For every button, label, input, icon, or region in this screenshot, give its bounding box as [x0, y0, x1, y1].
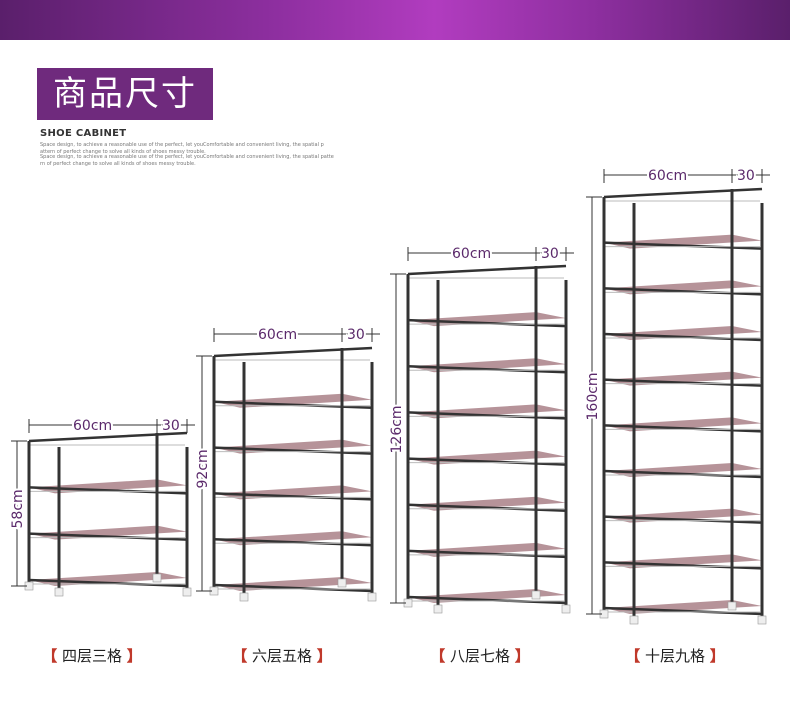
- bracket-left: 【: [625, 647, 641, 665]
- shelf-rail: [603, 241, 763, 250]
- bracket-right: 】: [514, 647, 530, 665]
- bracket-left: 【: [430, 647, 446, 665]
- width-label: 60cm: [258, 327, 297, 343]
- shelf-rail: [407, 457, 567, 466]
- shelf-rail: [213, 446, 373, 455]
- height-label: 58cm: [10, 489, 26, 528]
- description-line: rn of perfect change to solve all kinds …: [40, 160, 196, 167]
- shelf-rail: [213, 537, 373, 547]
- caption-text: 八层七格: [445, 647, 515, 665]
- foot-cap: [337, 578, 347, 588]
- page-title: 商品尺寸: [37, 68, 213, 120]
- shelf-rail: [28, 486, 188, 495]
- description-line: Space design, to achieve a reasonable us…: [40, 142, 324, 148]
- height-label: 92cm: [195, 449, 211, 488]
- depth-label: 30: [347, 327, 365, 343]
- foot-cap: [757, 615, 767, 625]
- foot-cap: [433, 604, 443, 614]
- depth-label: 30: [541, 246, 559, 262]
- foot-cap: [531, 590, 541, 600]
- product-caption: 【 六层五格 】: [222, 645, 342, 666]
- depth-label: 30: [162, 418, 180, 434]
- shelf-rail: [28, 532, 188, 541]
- shelf-rail: [603, 332, 763, 342]
- shelf-rail: [213, 346, 373, 358]
- shelf-rail: [603, 515, 763, 524]
- shelf-rail: [603, 424, 763, 433]
- height-label: 126cm: [389, 405, 405, 453]
- shelf-rail: [603, 606, 763, 616]
- shelf-rail: [213, 492, 373, 501]
- shelf-rail: [603, 378, 763, 387]
- description-line: Space design, to achieve a reasonable us…: [40, 154, 334, 160]
- shelf-rail: [28, 578, 188, 588]
- caption-text: 六层五格: [247, 647, 317, 665]
- shelf-rail: [407, 264, 567, 276]
- top-banner: [0, 0, 790, 40]
- foot-cap: [727, 601, 737, 611]
- width-label: 60cm: [73, 418, 112, 434]
- shelf-rail: [407, 365, 567, 374]
- shelf-rail: [28, 431, 188, 443]
- shelf-rail: [603, 561, 763, 570]
- bracket-right: 】: [709, 647, 725, 665]
- depth-label: 30: [737, 168, 755, 184]
- foot-cap: [239, 592, 249, 602]
- product-caption: 【 四层三格 】: [32, 645, 152, 666]
- product-caption: 【 十层九格 】: [615, 645, 735, 666]
- foot-cap: [367, 592, 377, 602]
- shelf-rail: [407, 411, 567, 420]
- description-text-1: Space design, to achieve a reasonable us…: [40, 142, 340, 155]
- brand-label: SHOE CABINET: [40, 128, 127, 139]
- foot-cap: [629, 615, 639, 625]
- shelf-rail: [407, 503, 567, 512]
- height-label: 160cm: [585, 372, 601, 420]
- bracket-left: 【: [232, 647, 248, 665]
- shelf-rail: [603, 469, 763, 479]
- shelf-rail: [213, 400, 373, 410]
- foot-cap: [152, 573, 162, 583]
- shelf-rail: [603, 287, 763, 296]
- shelf-rail: [407, 595, 567, 605]
- caption-text: 四层三格: [57, 647, 127, 665]
- bracket-left: 【: [42, 647, 58, 665]
- foot-cap: [182, 587, 192, 597]
- width-label: 60cm: [452, 246, 491, 262]
- shelf-rail: [213, 583, 373, 593]
- caption-text: 十层九格: [640, 647, 710, 665]
- bracket-right: 】: [126, 647, 142, 665]
- shelf-rail: [407, 549, 567, 559]
- foot-cap: [54, 587, 64, 597]
- shelf-rail: [407, 318, 567, 328]
- product-caption: 【 八层七格 】: [420, 645, 540, 666]
- description-text-2: Space design, to achieve a reasonable us…: [40, 154, 340, 167]
- foot-cap: [561, 604, 571, 614]
- description-line: attern of perfect change to solve all ki…: [40, 148, 206, 155]
- shelf-rail: [603, 187, 763, 199]
- width-label: 60cm: [648, 168, 687, 184]
- bracket-right: 】: [316, 647, 332, 665]
